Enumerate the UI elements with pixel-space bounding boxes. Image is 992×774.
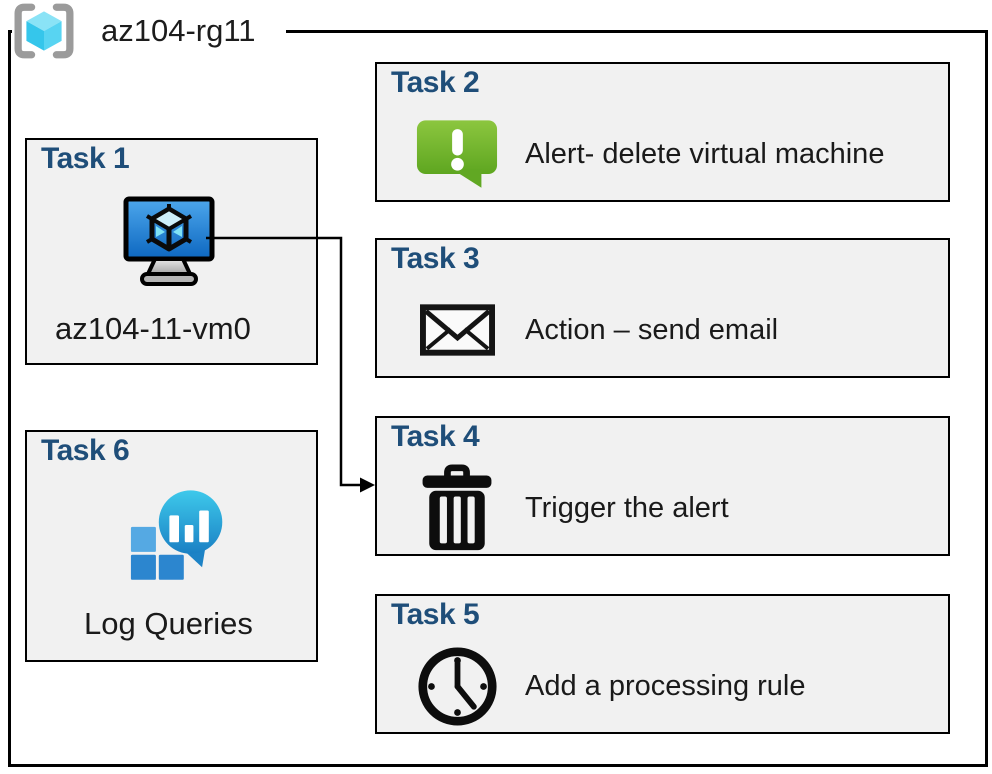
resource-group-frame — [8, 30, 988, 767]
alert-icon — [415, 118, 499, 191]
task-box-6: Task 6 Log Queries — [25, 430, 318, 662]
task-4-title: Task 4 — [391, 420, 480, 453]
email-icon — [415, 304, 499, 356]
log-analytics-icon — [129, 488, 229, 590]
task-box-3: Task 3 Action – send email — [375, 238, 950, 378]
task-box-5: Task 5 Add a processing rule — [375, 594, 950, 734]
task-6-label: Log Queries — [84, 606, 253, 641]
task-box-1: Task 1 az104-11-vm0 — [25, 138, 318, 365]
task-2-title: Task 2 — [391, 66, 480, 99]
task-3-label: Action – send email — [525, 313, 779, 346]
virtual-machine-icon — [123, 196, 215, 293]
task-1-label: az104-11-vm0 — [55, 311, 251, 346]
task-3-title: Task 3 — [391, 242, 480, 275]
clock-icon — [415, 646, 499, 727]
trash-icon — [415, 464, 499, 552]
task-box-2: Task 2 Alert- delete virtual machine — [375, 62, 950, 202]
resource-group-header: az104-rg11 — [12, 2, 286, 60]
task-box-4: Task 4 Trigger the alert — [375, 416, 950, 556]
resource-group-icon — [14, 3, 74, 59]
task-5-title: Task 5 — [391, 598, 480, 631]
task-6-title: Task 6 — [41, 434, 130, 467]
task-5-label: Add a processing rule — [525, 669, 806, 702]
resource-group-name: az104-rg11 — [101, 13, 256, 48]
task-1-title: Task 1 — [41, 142, 130, 175]
task-4-label: Trigger the alert — [525, 491, 729, 524]
task-2-label: Alert- delete virtual machine — [525, 137, 885, 170]
